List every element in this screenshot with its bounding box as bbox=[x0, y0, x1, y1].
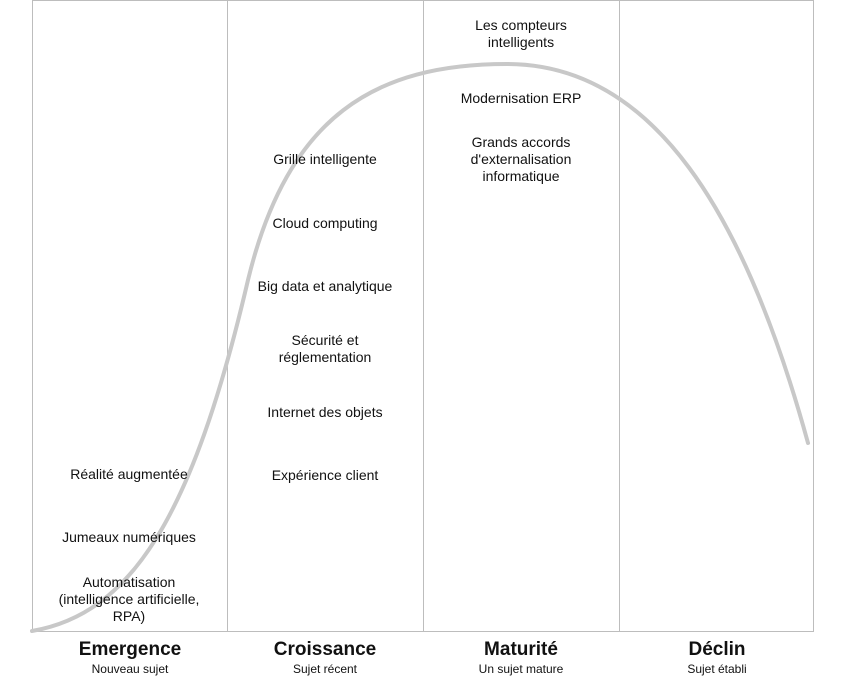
topic-externalisation-informatique: Grands accords d'externalisation informa… bbox=[470, 134, 572, 184]
phase-divider-2 bbox=[423, 0, 424, 632]
topic-realite-augmentee: Réalité augmentée bbox=[70, 466, 188, 482]
topic-compteurs-intelligents: Les compteurs intelligents bbox=[475, 17, 567, 50]
phase-title-maturite: Maturité bbox=[484, 639, 558, 660]
topic-automatisation: Automatisation (intelligence artificiell… bbox=[58, 574, 200, 624]
phase-title-declin: Déclin bbox=[688, 639, 746, 660]
phase-divider-1 bbox=[227, 0, 228, 632]
phase-title-emergence: Emergence bbox=[78, 639, 182, 660]
topic-jumeaux-numeriques: Jumeaux numériques bbox=[62, 529, 196, 545]
topic-cloud-computing: Cloud computing bbox=[272, 215, 378, 231]
phase-divider-3 bbox=[619, 0, 620, 632]
topic-big-data: Big data et analytique bbox=[257, 278, 393, 294]
topic-modernisation-erp: Modernisation ERP bbox=[460, 90, 582, 106]
phase-subtitle-croissance: Sujet récent bbox=[292, 662, 358, 676]
phase-subtitle-maturite: Un sujet mature bbox=[478, 662, 564, 676]
topic-experience-client: Expérience client bbox=[271, 467, 379, 483]
phase-subtitle-declin: Sujet établi bbox=[687, 662, 747, 676]
phase-title-croissance: Croissance bbox=[273, 639, 377, 660]
phase-subtitle-emergence: Nouveau sujet bbox=[91, 662, 169, 676]
topic-grille-intelligente: Grille intelligente bbox=[273, 151, 377, 167]
topic-securite-reglementation: Sécurité et réglementation bbox=[278, 332, 372, 365]
topic-internet-des-objets: Internet des objets bbox=[267, 404, 383, 420]
